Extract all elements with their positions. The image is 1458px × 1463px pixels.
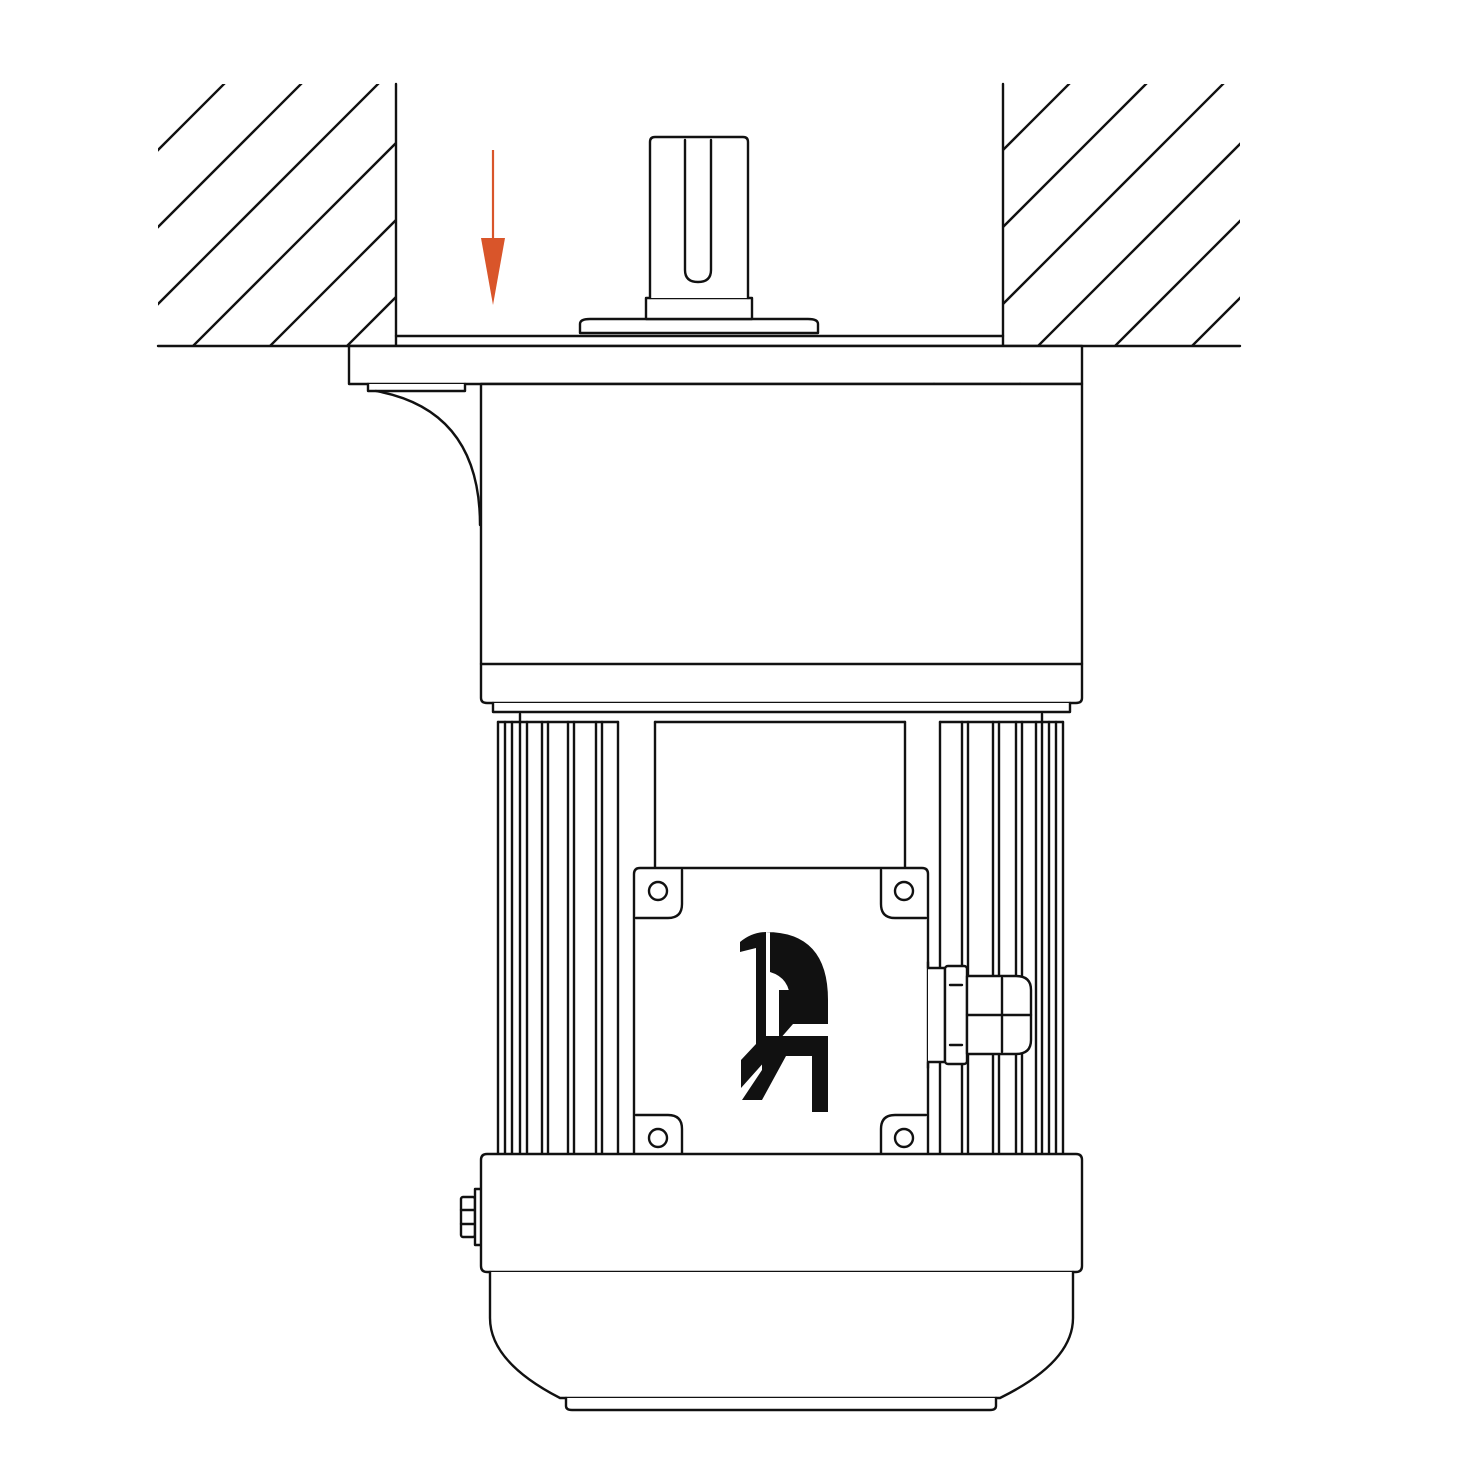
screw-top-right — [879, 868, 928, 920]
hatch-right — [1003, 84, 1240, 346]
fan-cover — [459, 1152, 1084, 1412]
cable-gland — [926, 960, 1033, 1070]
output-shaft — [578, 135, 820, 335]
motor-body — [496, 712, 1065, 1156]
cooling-fins-right — [938, 712, 1065, 1156]
mounting-surface — [156, 82, 1242, 348]
gearbox-housing — [479, 382, 1084, 714]
mounting-direction-arrow — [481, 150, 505, 305]
hatch-left — [158, 84, 395, 346]
screw-bottom-left — [634, 1113, 684, 1163]
cooling-fins-left — [496, 712, 620, 1156]
rear-bolt — [459, 1187, 484, 1247]
screw-top-left — [634, 868, 684, 920]
terminal-box-base — [653, 720, 907, 870]
brand-logo — [740, 932, 828, 1112]
screw-bottom-right — [879, 1113, 928, 1163]
